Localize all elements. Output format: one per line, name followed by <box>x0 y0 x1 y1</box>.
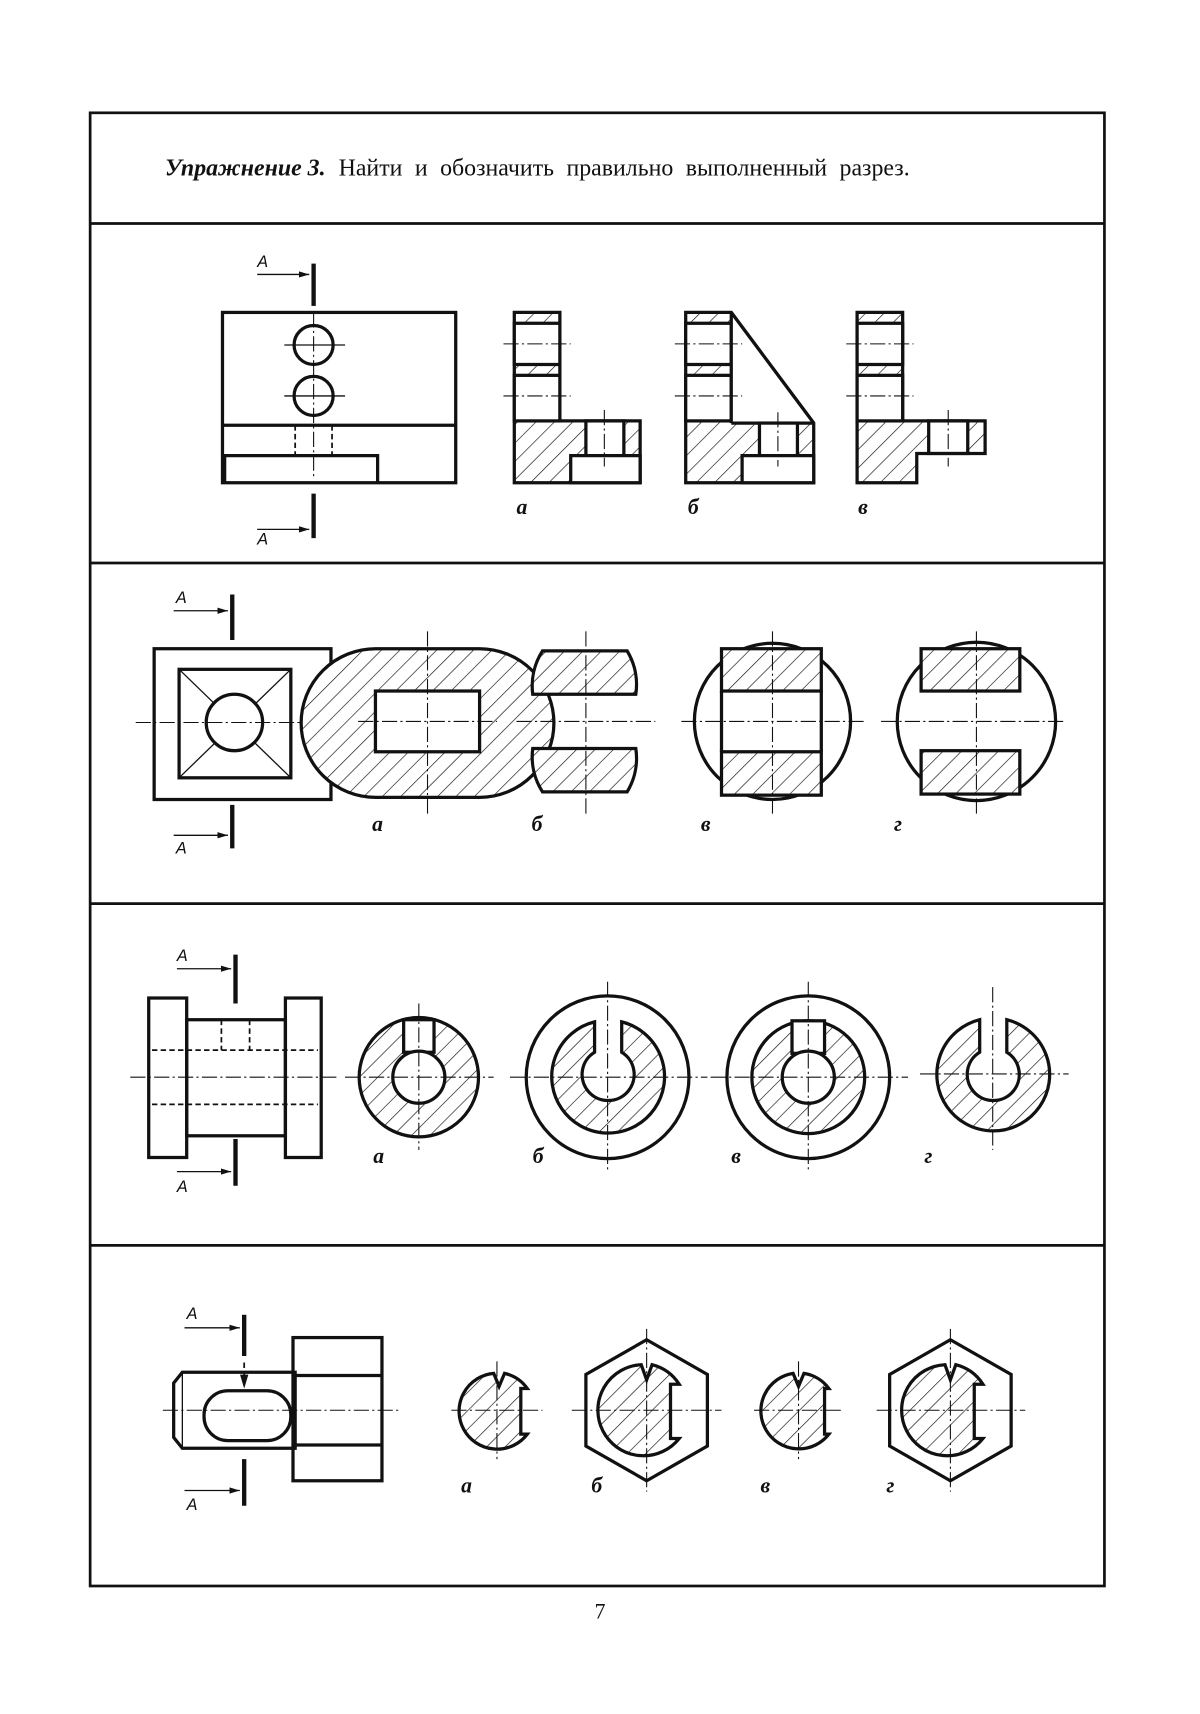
section-variant-a <box>345 1003 494 1150</box>
section-variant-c <box>710 981 909 1172</box>
section-label-top: А <box>175 589 187 607</box>
row-2-drawing: А А а б в г <box>135 589 1064 858</box>
variant-label: б <box>533 1144 545 1168</box>
variant-label: г <box>924 1144 932 1168</box>
page-number: 7 <box>595 1600 606 1624</box>
section-label-top: А <box>186 1305 198 1323</box>
section-variant-c <box>846 310 987 485</box>
section-variant-a <box>503 310 642 485</box>
row-3-drawing: А А а б в г <box>130 947 1069 1196</box>
row-4-drawing: А А а б в г <box>162 1305 1026 1514</box>
section-label-bottom: А <box>256 531 268 549</box>
variant-label: а <box>516 495 527 519</box>
variant-label: а <box>373 1144 384 1168</box>
section-label-bottom: А <box>175 840 187 858</box>
front-view <box>135 594 348 849</box>
section-variant-b <box>674 310 816 485</box>
frame <box>88 111 1106 1588</box>
section-label-bottom: А <box>176 1178 188 1196</box>
section-variant-b <box>571 1328 722 1492</box>
section-label-top: А <box>256 253 268 271</box>
section-label-top: А <box>176 947 188 965</box>
section-variant-b <box>516 631 656 814</box>
variant-label: г <box>886 1474 894 1498</box>
variant-label: б <box>591 1474 603 1498</box>
exercise-title: Упражнение 3.Найти и обозначить правильн… <box>165 156 910 182</box>
variant-label: а <box>461 1474 472 1498</box>
front-view <box>162 1314 400 1506</box>
section-variant-d <box>876 1328 1026 1492</box>
front-view <box>130 954 339 1186</box>
variant-label: в <box>701 812 711 836</box>
variant-label: г <box>894 812 902 836</box>
variant-label: в <box>858 495 868 519</box>
variant-label: б <box>532 812 544 836</box>
row-1-drawing: А А <box>220 253 987 549</box>
variant-label: а <box>372 812 383 836</box>
variant-label: б <box>688 495 700 519</box>
section-variant-c <box>754 1361 845 1460</box>
section-variant-a <box>451 1361 543 1460</box>
section-variant-c <box>681 631 864 816</box>
front-view <box>220 263 458 539</box>
variant-label: в <box>761 1474 771 1498</box>
section-variant-d <box>880 631 1064 816</box>
section-variant-a <box>299 631 556 814</box>
section-variant-d <box>920 987 1069 1150</box>
variant-label: в <box>731 1144 741 1168</box>
section-variant-b <box>509 981 708 1172</box>
section-label-bottom: А <box>186 1496 198 1514</box>
